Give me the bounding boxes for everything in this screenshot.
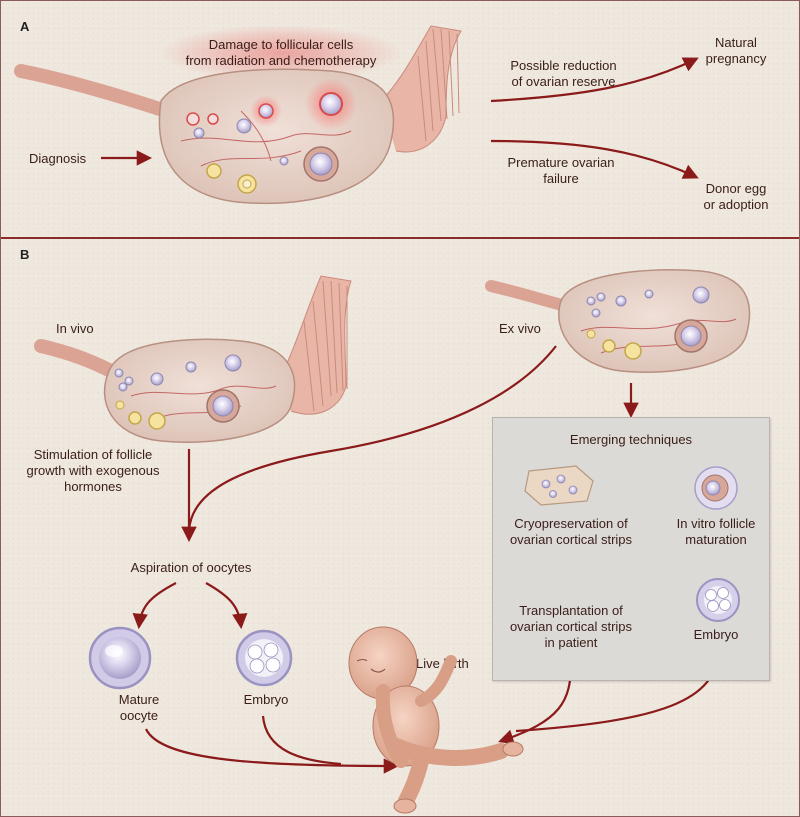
reduction-label: Possible reduction of ovarian reserve	[510, 58, 617, 89]
panel-b-label: B	[20, 247, 30, 262]
transplantation-label: Transplantation of ovarian cortical stri…	[509, 603, 633, 650]
ovary-ex-vivo	[485, 269, 751, 373]
emerging-techniques-title: Emerging techniques	[569, 432, 693, 447]
ovary-a	[14, 25, 462, 205]
ovary-in-vivo	[34, 275, 352, 443]
diagnosis-label: Diagnosis	[29, 151, 87, 166]
natural-pregnancy-label: Natural pregnancy	[705, 35, 767, 66]
aspiration-label: Aspiration of oocytes	[130, 560, 252, 575]
embryo-right-label: Embryo	[693, 627, 739, 642]
ivm-label: In vitro follicle maturation	[676, 516, 756, 547]
in-vivo-label: In vivo	[56, 321, 94, 336]
in-vitro-follicle	[694, 466, 738, 510]
baby-illustration	[348, 626, 524, 814]
premature-failure-label: Premature ovarian failure	[507, 155, 615, 186]
ex-vivo-label: Ex vivo	[499, 321, 541, 336]
damage-label: Damage to follicular cells from radiatio…	[185, 37, 377, 68]
panel-a-arrows	[101, 57, 699, 179]
stimulation-label: Stimulation of follicle growth with exog…	[26, 447, 160, 494]
donor-egg-label: Donor egg or adoption	[703, 181, 769, 212]
mature-oocyte-label: Mature oocyte	[118, 692, 160, 723]
embryo-left-label: Embryo	[243, 692, 289, 707]
embryo-left	[235, 629, 293, 687]
panel-a-label: A	[20, 19, 30, 34]
emerging-techniques-box	[492, 417, 770, 681]
cryopreservation-label: Cryopreservation of ovarian cortical str…	[509, 516, 633, 547]
mature-oocyte	[88, 626, 152, 690]
cortical-strip	[524, 465, 594, 506]
panel-divider	[1, 237, 799, 239]
embryo-right	[696, 578, 740, 622]
